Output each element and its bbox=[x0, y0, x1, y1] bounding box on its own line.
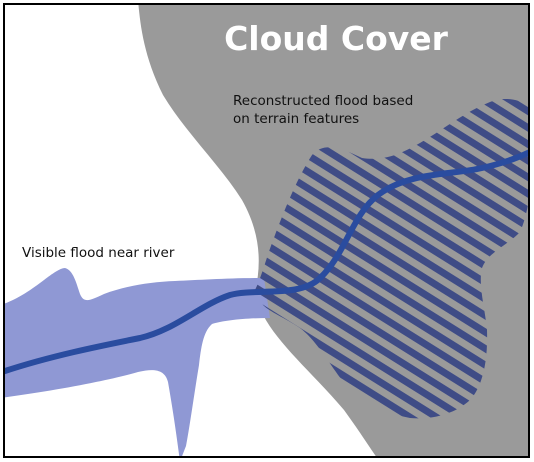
cloud-cover-title: Cloud Cover bbox=[224, 19, 449, 58]
reconstructed-flood-region bbox=[255, 98, 529, 419]
visible-flood-region bbox=[4, 268, 270, 457]
river-line bbox=[4, 149, 529, 375]
reconstructed-flood-label-line1: Reconstructed flood based bbox=[233, 93, 413, 109]
visible-flood-label: Visible flood near river bbox=[22, 245, 175, 261]
frame-border bbox=[3, 3, 530, 458]
reconstructed-flood-label-line2: on terrain features bbox=[233, 111, 359, 127]
